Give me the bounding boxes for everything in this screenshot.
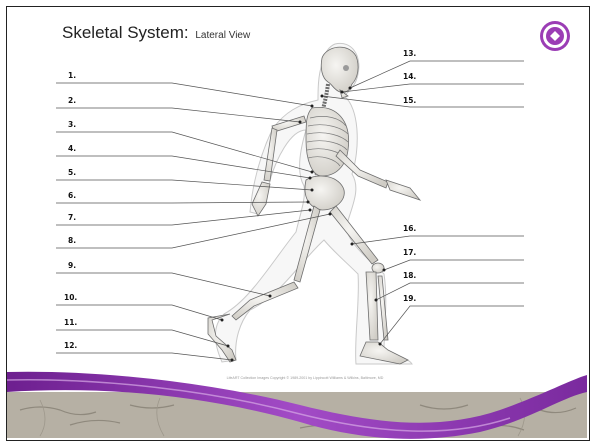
label-number: 8. bbox=[68, 237, 76, 245]
label-number: 18. bbox=[403, 272, 416, 280]
slide-title: Skeletal System: Lateral View bbox=[62, 23, 250, 43]
leader-lines bbox=[56, 61, 524, 360]
label-number: 17. bbox=[403, 249, 416, 257]
label-number: 13. bbox=[403, 50, 416, 58]
title-subtitle: Lateral View bbox=[195, 30, 250, 41]
skeleton bbox=[208, 47, 420, 364]
label-number: 5. bbox=[68, 169, 76, 177]
label-number: 2. bbox=[68, 97, 76, 105]
school-seal-icon bbox=[540, 21, 570, 51]
label-number: 9. bbox=[68, 262, 76, 270]
label-number: 6. bbox=[68, 192, 76, 200]
label-number: 1. bbox=[68, 72, 76, 80]
label-number: 19. bbox=[403, 295, 416, 303]
label-number: 10. bbox=[64, 294, 77, 302]
label-number: 16. bbox=[403, 225, 416, 233]
copyright-text: LifeART Collection Images Copyright © 19… bbox=[200, 376, 410, 380]
title-main: Skeletal System: bbox=[62, 23, 189, 42]
label-number: 4. bbox=[68, 145, 76, 153]
label-number: 11. bbox=[64, 319, 77, 327]
label-number: 7. bbox=[68, 214, 76, 222]
label-number: 14. bbox=[403, 73, 416, 81]
label-number: 12. bbox=[64, 342, 77, 350]
label-number: 15. bbox=[403, 97, 416, 105]
label-number: 3. bbox=[68, 121, 76, 129]
